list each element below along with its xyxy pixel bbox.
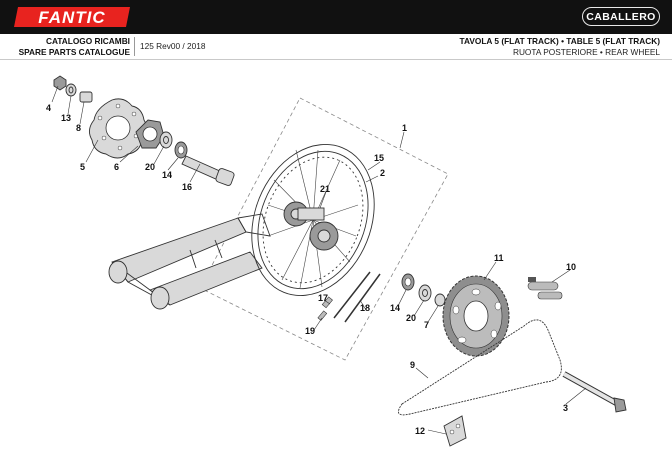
spacer-8 xyxy=(79,91,93,103)
callout: 15 xyxy=(374,153,384,163)
chain-master-link xyxy=(527,277,563,300)
callout: 14 xyxy=(162,170,172,180)
header-divider xyxy=(134,37,135,56)
table-subtitle: RUOTA POSTERIORE • REAR WHEEL xyxy=(512,46,660,57)
spacer-7 xyxy=(434,293,446,307)
rear-axle xyxy=(562,371,627,413)
callout: 17 xyxy=(318,293,328,303)
seal-14-right xyxy=(401,273,415,291)
callout-numbers: 4 13 8 5 6 20 14 16 1 15 2 21 11 10 17 1… xyxy=(46,103,576,436)
fantic-logo: FANTIC xyxy=(14,7,130,27)
callout: 7 xyxy=(424,320,429,330)
model-badge: CABALLERO xyxy=(582,7,660,26)
table-title: TAVOLA 5 (FLAT TRACK) • TABLE 5 (FLAT TR… xyxy=(459,36,660,46)
callout: 10 xyxy=(566,262,576,272)
callout: 13 xyxy=(61,113,71,123)
revision-label: 125 Rev00 / 2018 xyxy=(140,41,206,51)
callout: 18 xyxy=(360,303,370,313)
callout: 20 xyxy=(145,162,155,172)
brand-logo-text: FANTIC xyxy=(38,8,105,27)
callout: 19 xyxy=(305,326,315,336)
callout: 4 xyxy=(46,103,51,113)
callout: 8 xyxy=(76,123,81,133)
callout: 16 xyxy=(182,182,192,192)
callout: 3 xyxy=(563,403,568,413)
callout: 5 xyxy=(80,162,85,172)
bearing-20-right xyxy=(418,284,432,302)
nut-4 xyxy=(53,75,67,91)
brake-disc xyxy=(89,98,147,159)
callout: 2 xyxy=(380,168,385,178)
callout: 12 xyxy=(415,426,425,436)
catalog-title-block: CATALOGO RICAMBI SPARE PARTS CATALOGUE xyxy=(8,36,130,57)
disc-carrier xyxy=(135,119,165,149)
catalog-title-it: CATALOGO RICAMBI xyxy=(45,36,130,46)
callout: 20 xyxy=(406,313,416,323)
brand-bar: FANTIC CABALLERO xyxy=(0,0,672,34)
callout: 11 xyxy=(494,253,504,263)
callout: 1 xyxy=(402,123,407,133)
callout: 14 xyxy=(390,303,400,313)
bearing-20-left xyxy=(159,131,173,149)
seal-14-left xyxy=(174,141,188,159)
drive-chain xyxy=(397,319,562,416)
swingarm xyxy=(108,213,271,310)
catalog-title-en: SPARE PARTS CATALOGUE xyxy=(18,46,130,57)
leader-lines xyxy=(51,85,587,435)
rear-wheel xyxy=(251,144,375,296)
table-title-block: TAVOLA 5 (FLAT TRACK) • TABLE 5 (FLAT TR… xyxy=(460,36,660,57)
callout: 21 xyxy=(320,184,330,194)
callout: 6 xyxy=(114,162,119,172)
exploded-parts-diagram: 4 13 8 5 6 20 14 16 1 15 2 21 11 10 17 1… xyxy=(46,75,627,447)
catalog-header: CATALOGO RICAMBI SPARE PARTS CATALOGUE 1… xyxy=(0,34,672,60)
wheel-hub xyxy=(283,201,339,251)
chain-guide-plate xyxy=(443,415,467,447)
spacer-tube-16 xyxy=(181,155,235,186)
callout: 9 xyxy=(410,360,415,370)
washer-13 xyxy=(65,83,77,97)
rear-sprocket xyxy=(442,275,510,357)
